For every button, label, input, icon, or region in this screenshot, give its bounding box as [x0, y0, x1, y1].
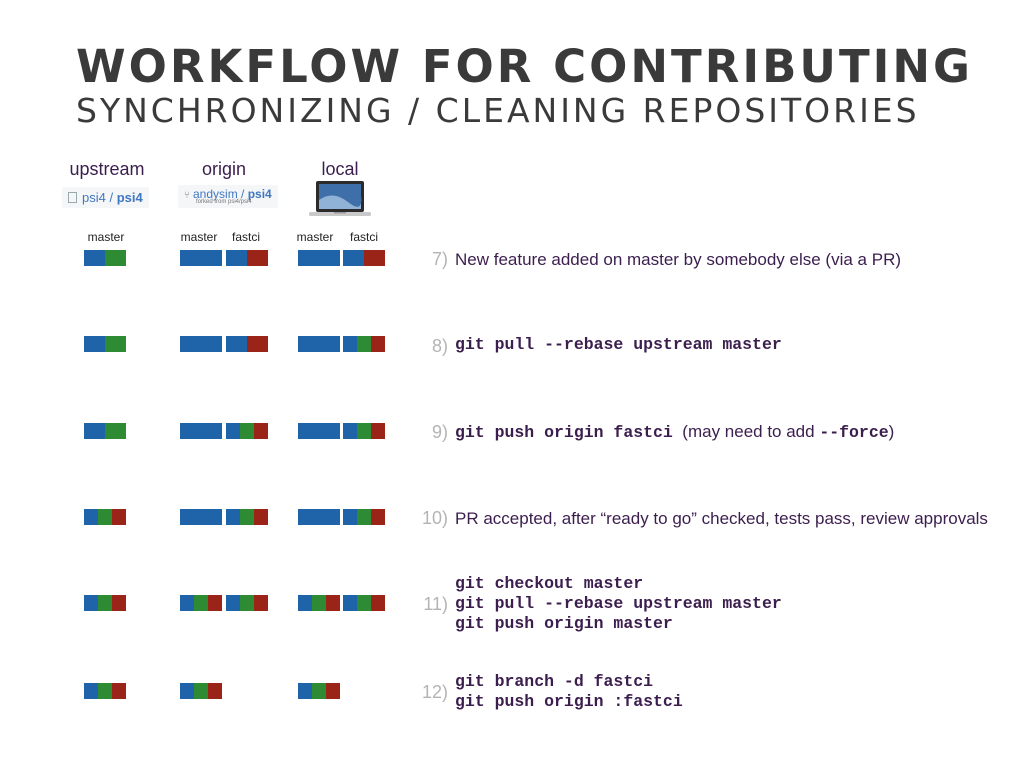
branch-bar — [226, 336, 268, 352]
slide-title: WORKFLOW FOR CONTRIBUTING — [76, 40, 973, 93]
branch-bar — [84, 423, 126, 439]
branch-bar — [226, 509, 268, 525]
origin-repo-name: psi4 — [247, 187, 272, 201]
branch-bar — [343, 595, 385, 611]
column-header-upstream: upstream — [69, 159, 145, 179]
origin-master-label: master — [180, 230, 218, 244]
laptop-icon — [309, 181, 371, 216]
branch-bar — [298, 423, 340, 439]
branch-bar — [298, 250, 340, 266]
upstream-master-label: master — [87, 230, 125, 244]
branch-bar — [180, 336, 222, 352]
local-fastci-label: fastci — [349, 230, 379, 244]
branch-bar — [226, 250, 268, 266]
upstream-repo-badge: psi4 / psi4 — [62, 187, 149, 208]
forked-from-note: forked from psi4/psi4 — [196, 199, 252, 205]
repo-book-icon — [68, 192, 77, 203]
column-header-origin: origin — [201, 159, 247, 179]
step-note-9: (may need to add — [672, 422, 820, 441]
fork-icon: ⑂ — [184, 190, 190, 201]
origin-fastci-label: fastci — [231, 230, 261, 244]
branch-bar — [180, 595, 222, 611]
step-code-11-line-1: git checkout master — [455, 574, 644, 593]
branch-bar — [298, 595, 340, 611]
upstream-repo-name: psi4 — [116, 190, 143, 205]
branch-bar — [180, 509, 222, 525]
step-number-7: 7) — [431, 249, 448, 269]
branch-bar — [343, 423, 385, 439]
branch-bar — [180, 250, 222, 266]
step-code-11-line-2: git pull --rebase upstream master — [455, 594, 782, 613]
branch-bar — [84, 509, 126, 525]
step-text-10: PR accepted, after “ready to go” checked… — [455, 509, 988, 528]
branch-bar — [343, 336, 385, 352]
step-line-9: git push origin fastci (may need to add … — [455, 422, 894, 442]
branch-bar — [180, 423, 222, 439]
branch-bar — [343, 509, 385, 525]
branch-bar — [84, 336, 126, 352]
branch-bar — [298, 509, 340, 525]
step-number-9: 9) — [431, 422, 448, 442]
branch-bar — [84, 595, 126, 611]
force-flag: --force — [819, 423, 889, 442]
origin-repo-owner: andysim — [193, 187, 238, 201]
step-note-9-end: ) — [888, 422, 895, 441]
branch-bar — [84, 683, 126, 699]
branch-bar — [226, 423, 268, 439]
branch-bar — [298, 336, 340, 352]
step-number-8: 8) — [431, 336, 448, 356]
step-code-9: git push origin fastci — [455, 423, 673, 442]
slide-subtitle: SYNCHRONIZING / CLEANING REPOSITORIES — [76, 91, 920, 130]
upstream-repo-owner: psi4 — [82, 190, 106, 205]
branch-bar — [226, 595, 268, 611]
step-number-11: 11) — [423, 594, 448, 614]
upstream-repo-separator: / — [105, 190, 117, 205]
step-code-12-line-2: git push origin :fastci — [455, 692, 683, 711]
step-text-7: New feature added on master by somebody … — [455, 250, 902, 269]
branch-bar — [298, 683, 340, 699]
branch-bar — [343, 250, 385, 266]
step-code-11-line-3: git push origin master — [455, 614, 673, 633]
branch-bar — [180, 683, 222, 699]
origin-repo-badge: ⑂andysim / psi4 forked from psi4/psi4 — [178, 185, 278, 208]
step-number-10: 10) — [421, 508, 448, 528]
origin-repo-separator: / — [237, 187, 248, 201]
step-code-8: git pull --rebase upstream master — [455, 335, 782, 354]
step-code-12-line-1: git branch -d fastci — [455, 672, 654, 691]
column-header-local: local — [321, 159, 359, 179]
step-number-12: 12) — [421, 682, 448, 702]
local-master-label: master — [296, 230, 334, 244]
branch-bar — [84, 250, 126, 266]
